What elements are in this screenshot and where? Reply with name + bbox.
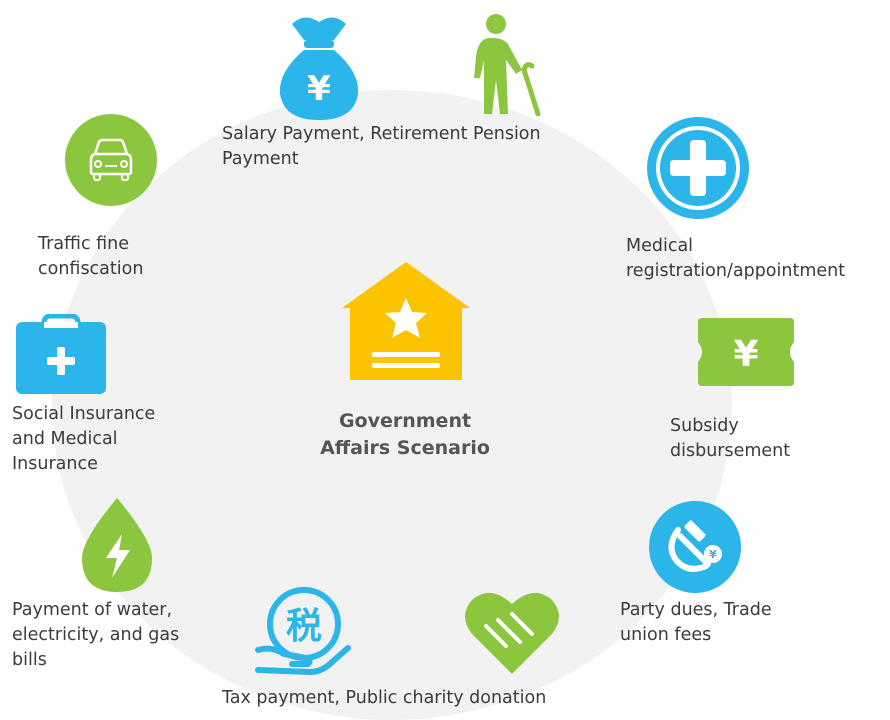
center-title: Government Affairs Scenario [320, 410, 490, 459]
traffic-fine-label: Traffic fine confiscation [38, 234, 144, 279]
charity-heart-icon [462, 584, 562, 678]
medical-cross-icon [646, 116, 750, 220]
utility-bills-label: Payment of water, electricity, and gas b… [12, 600, 180, 670]
hammer-sickle-icon: ¥ [648, 500, 742, 594]
salary-pension-label: Salary Payment, Retirement Pension Payme… [222, 124, 541, 169]
medical-clipboard-icon [14, 314, 108, 394]
tax-glyph: 税 [286, 606, 322, 647]
social-insurance-label: Social Insurance and Medical Insurance [12, 404, 156, 474]
money-bag-yen-icon: ¥ [274, 10, 364, 124]
car-icon [65, 114, 157, 206]
government-house-icon [338, 260, 474, 384]
ticket-yen-glyph: ¥ [733, 334, 758, 375]
energy-drop-icon [76, 496, 158, 594]
yen-glyph: ¥ [307, 69, 331, 109]
medical-registration-label: Medical registration/appointment [626, 236, 846, 281]
yen-ticket-icon: ¥ [696, 316, 796, 388]
subsidy-label: Subsidy disbursement [670, 416, 791, 461]
tax-charity-label: Tax payment, Public charity donation [222, 688, 547, 708]
party-dues-label: Party dues, Trade union fees [620, 600, 772, 645]
tax-hand-icon: 税 [252, 584, 356, 678]
small-yen-glyph: ¥ [709, 548, 717, 561]
elderly-person-cane-icon [462, 12, 552, 116]
background-circle [52, 90, 732, 720]
